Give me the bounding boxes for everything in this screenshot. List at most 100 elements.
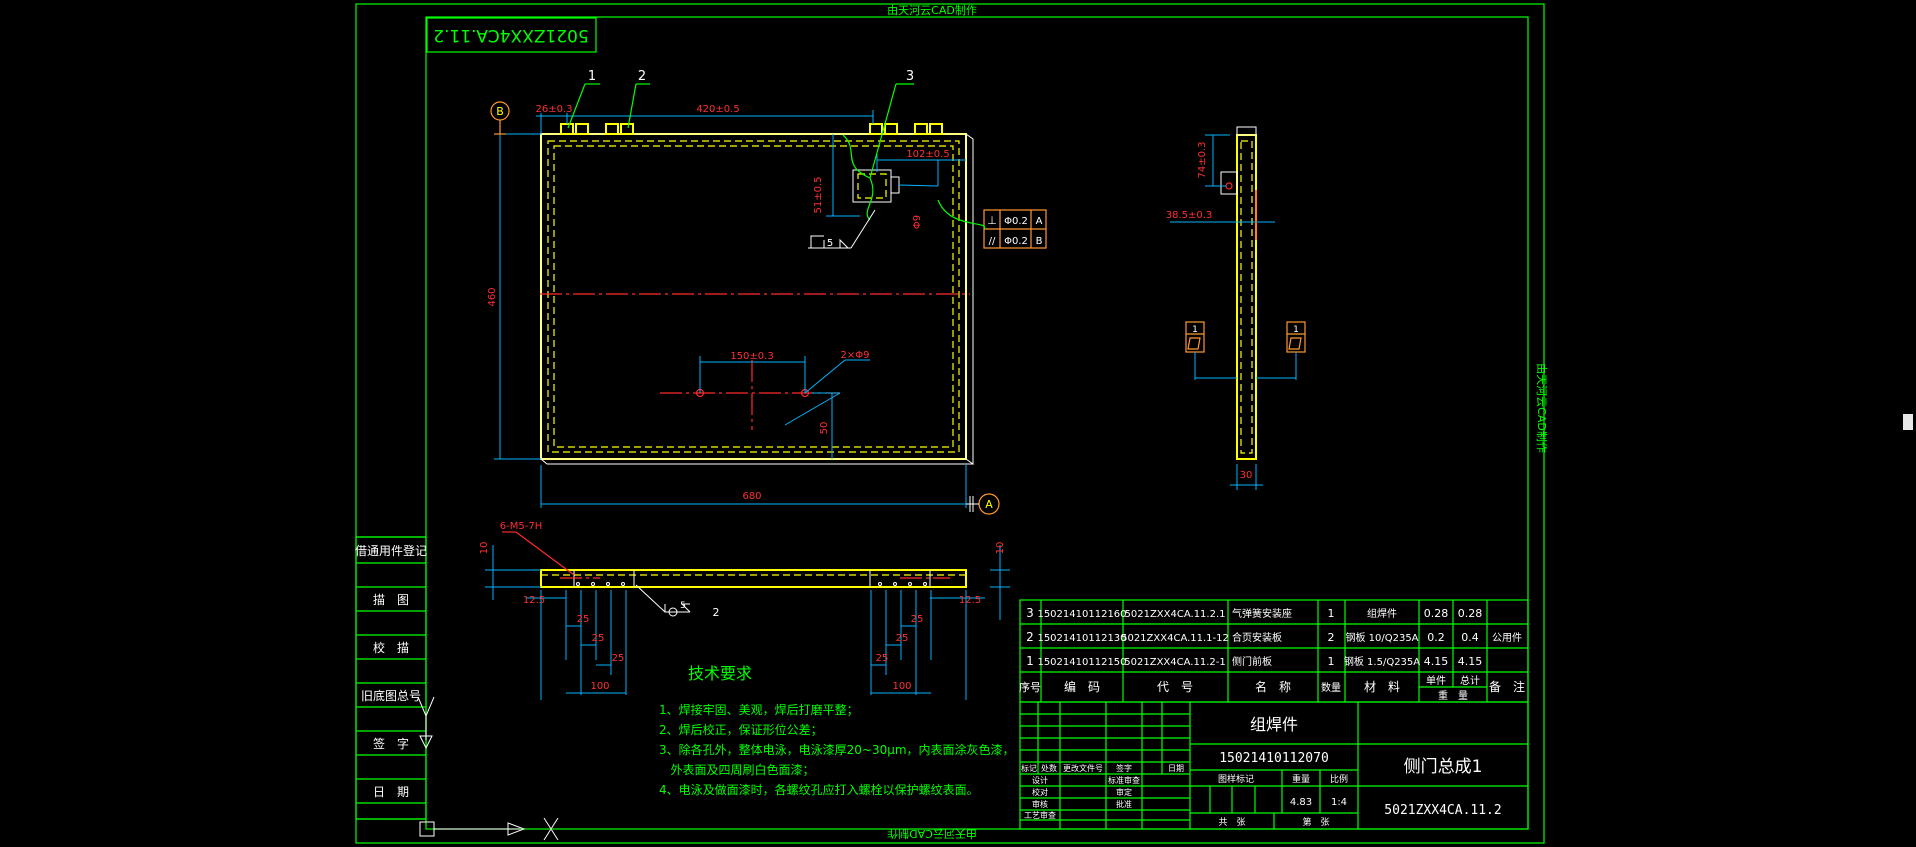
bom-row-no: 2 xyxy=(1026,630,1034,644)
tb-label-design: 设计 xyxy=(1032,775,1048,785)
bottom-view xyxy=(540,569,967,588)
tb-label-rev: 标记 xyxy=(1021,763,1037,773)
leader-label-2: 2 xyxy=(638,69,646,84)
bottom-dimension-lines xyxy=(485,531,1010,700)
left-register-column: 借通用件登记 描 图 校 描 旧底图总号 签 字 日 期 xyxy=(355,536,427,820)
tb-label-process: 工艺审查 xyxy=(1024,810,1056,820)
dim-30: 30 xyxy=(1240,470,1253,481)
dim-25-f: 25 xyxy=(911,614,924,625)
bom-header-no: 序号 xyxy=(1019,680,1041,694)
tol-val-2: Φ0.2 xyxy=(1004,236,1028,247)
watermark-top: 由天河云CAD制作 xyxy=(887,3,977,17)
dim-74: 74±0.3 xyxy=(1197,141,1208,178)
tech-req-title: 技术要求 xyxy=(688,664,752,683)
bom-row-qty: 2 xyxy=(1328,631,1335,644)
bom-row-total: 4.15 xyxy=(1458,655,1483,668)
dim-25-a: 25 xyxy=(577,614,590,625)
section-markers xyxy=(1185,321,1306,380)
tb-part-type: 组焊件 xyxy=(1250,715,1298,734)
part-leaders xyxy=(567,83,914,179)
tb-label-review: 审核 xyxy=(1032,799,1048,809)
tech-req-line-5: 4、电泳及做面漆时，各螺纹孔应打入螺栓以保护螺纹表面。 xyxy=(659,782,979,797)
bom-row-no: 3 xyxy=(1026,606,1034,620)
bom-row-unit: 0.2 xyxy=(1427,631,1445,644)
dim-100-right: 100 xyxy=(892,681,911,692)
watermark-side: 由天河云CAD制作 xyxy=(1535,363,1549,453)
reg-label-1: 描 图 xyxy=(373,593,409,607)
sheet-border xyxy=(355,3,1545,844)
reg-label-4: 签 字 xyxy=(373,736,409,751)
bom-row-note: 公用件 xyxy=(1492,632,1522,644)
bom-row-unit: 0.28 xyxy=(1424,607,1449,620)
bom-header-material: 材 料 xyxy=(1364,680,1400,694)
tb-scale: 1:4 xyxy=(1331,797,1347,808)
reg-label-3: 旧底图总号 xyxy=(361,688,421,703)
datum-b-symbol xyxy=(490,101,510,135)
tb-label-std: 标准审查 xyxy=(1108,775,1140,785)
bom-row-name: 侧门前板 xyxy=(1232,655,1272,668)
tech-req-line-2: 2、焊后校正，保证形位公差； xyxy=(659,722,823,737)
bom-row-name: 合页安装板 xyxy=(1232,631,1282,644)
gas-spring-bracket xyxy=(842,134,900,221)
tb-label-date: 日期 xyxy=(1168,764,1184,773)
dim-25-d: 25 xyxy=(876,653,889,664)
bom-row-qty: 1 xyxy=(1328,607,1335,620)
tech-req-line-3: 3、除各孔外，整体电泳，电泳漆厚20~30μm，内表面涂灰色漆， xyxy=(659,742,1015,757)
bom-row-code: 15021410112150 xyxy=(1037,657,1126,668)
mirrored-code-box: 5021ZXX4CA.11.2 xyxy=(426,17,597,53)
tb-label-scale: 比例 xyxy=(1330,773,1348,785)
bom-row-total: 0.4 xyxy=(1461,631,1479,644)
dim-12-5-right: 12.5 xyxy=(959,595,981,606)
datum-a-label: A xyxy=(985,498,993,511)
mounting-holes xyxy=(660,360,840,430)
leader-label-1: 1 xyxy=(588,69,596,84)
bom-header-code: 编 码 xyxy=(1064,679,1100,694)
weld-number-a: 5 xyxy=(827,238,833,249)
vertical-scrollbar[interactable] xyxy=(1900,0,1916,847)
dim-150: 150±0.3 xyxy=(730,351,773,362)
bom-row-material: 组焊件 xyxy=(1367,607,1397,620)
dim-38-5: 38.5±0.3 xyxy=(1166,210,1213,221)
tb-label-doc: 更改文件号 xyxy=(1063,763,1103,773)
dim-102: 102±0.5 xyxy=(906,149,949,160)
bom-row-no: 1 xyxy=(1026,654,1034,668)
tb-part-code: 15021410112070 xyxy=(1219,751,1329,766)
dim-2x9: 2×Φ9 xyxy=(841,350,870,361)
section-marker-right: 1 xyxy=(1293,325,1299,335)
dim-460: 460 xyxy=(487,287,498,306)
tol-ref-2: B xyxy=(1036,236,1043,247)
tb-part-name: 侧门总成1 xyxy=(1404,757,1483,777)
dim-10-right: 10 xyxy=(995,542,1006,555)
tb-label-stage: 图样标记 xyxy=(1218,773,1254,785)
dim-51: 51±0.5 xyxy=(813,176,824,213)
bom-header-name: 名 称 xyxy=(1255,679,1291,694)
tol-ref-1: A xyxy=(1036,216,1043,227)
bom-row-code: 15021410112130 xyxy=(1037,633,1126,644)
tech-req-line-1: 1、焊接牢固、美观，焊后打磨平整； xyxy=(659,702,859,717)
tb-weight: 4.83 xyxy=(1290,797,1312,808)
scrollbar-thumb[interactable] xyxy=(1903,414,1913,430)
dim-420: 420±0.5 xyxy=(696,104,739,115)
bom-row-drawing: 5021ZXX4CA.11.2.1 xyxy=(1125,609,1226,620)
datum-a-symbol xyxy=(966,493,1000,515)
svg-text:5021ZXX4CA.11.2: 5021ZXX4CA.11.2 xyxy=(433,25,588,45)
bom-row-qty: 1 xyxy=(1328,655,1335,668)
tb-label-check: 校对 xyxy=(1032,787,1048,797)
tb-label-sheet: 第 张 xyxy=(1302,816,1329,828)
bom-row-name: 气弹簧安装座 xyxy=(1232,607,1292,620)
front-weld-symbol xyxy=(808,209,876,249)
side-view xyxy=(1170,126,1275,490)
leader-label-3: 3 xyxy=(906,69,914,84)
bom-row-total: 0.28 xyxy=(1458,607,1483,620)
bom-row-material: 钢板 1.5/Q235A xyxy=(1344,655,1420,668)
tolerance-frame xyxy=(937,199,1047,249)
bom-header-total: 总计 xyxy=(1460,674,1480,687)
weld-number-c: 2 xyxy=(713,606,720,619)
front-view-panel xyxy=(540,133,974,465)
tb-drawing-no: 5021ZXX4CA.11.2 xyxy=(1384,803,1501,818)
bom-row-unit: 4.15 xyxy=(1424,655,1449,668)
bom-header-unit: 单件 xyxy=(1426,675,1446,687)
dim-25-e: 25 xyxy=(896,633,909,644)
bom-row-code: 15021410112160 xyxy=(1037,609,1126,620)
